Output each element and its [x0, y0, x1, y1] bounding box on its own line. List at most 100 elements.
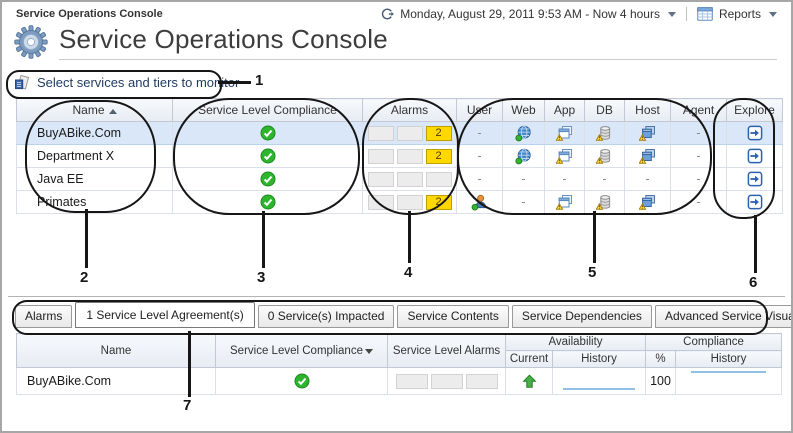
- column-header-db[interactable]: DB: [584, 98, 625, 122]
- alarms-cell: 2: [362, 144, 457, 168]
- column-header-explore[interactable]: Explore: [726, 98, 783, 122]
- explore-icon[interactable]: [747, 125, 763, 141]
- no-data-dash: -: [521, 172, 526, 186]
- column-header-web[interactable]: Web: [502, 98, 545, 122]
- reports-menu[interactable]: Reports: [718, 7, 761, 21]
- compliance-cell: [172, 190, 363, 214]
- time-range-selector[interactable]: Monday, August 29, 2011 9:53 AM - Now 4 …: [400, 7, 660, 21]
- column-header-user[interactable]: User: [456, 98, 503, 122]
- callout-line-6: [754, 215, 757, 273]
- column-header-name[interactable]: Name: [16, 98, 173, 122]
- select-services-icon: [14, 74, 31, 91]
- explore-icon[interactable]: [747, 171, 763, 187]
- explore-cell[interactable]: [726, 144, 783, 168]
- alarm-empty-cell: [396, 148, 423, 164]
- tab-advanced-service-visualization[interactable]: Advanced Service Visualization: [654, 305, 791, 328]
- app-tier-cell: [544, 121, 585, 145]
- sla-service-name: BuyABike.Com: [16, 367, 216, 395]
- agent-tier-cell: -: [670, 144, 727, 168]
- callout-line-4: [408, 211, 411, 263]
- app-tier-cell: [544, 190, 585, 214]
- user-tier-cell: -: [456, 144, 503, 168]
- explore-cell[interactable]: [726, 190, 783, 214]
- compliance-ok-icon: [294, 373, 310, 389]
- tab-1-service-level-agreement-s-[interactable]: 1 Service Level Agreement(s): [75, 302, 255, 328]
- callout-number-3: 3: [257, 269, 266, 286]
- sla-col-current[interactable]: Current: [505, 350, 553, 368]
- explore-icon[interactable]: [747, 148, 763, 164]
- column-header-agent[interactable]: Agent: [670, 98, 727, 122]
- availability-current-cell: [505, 367, 553, 395]
- user-tier-cell: -: [456, 121, 503, 145]
- host-tier-warning-icon: [638, 194, 656, 211]
- user-tier-cell: [456, 190, 503, 214]
- sla-col-percent[interactable]: %: [645, 350, 676, 368]
- web-tier-cell: [502, 144, 545, 168]
- compliance-cell: [172, 121, 363, 145]
- topbar-divider: [685, 7, 687, 21]
- column-header-alarms[interactable]: Alarms: [362, 98, 457, 122]
- no-data-dash: -: [696, 126, 701, 140]
- reports-caret-icon[interactable]: [769, 11, 777, 17]
- web-tier-cell: [502, 121, 545, 145]
- service-row[interactable]: Java EE------: [16, 167, 783, 191]
- alarm-empty: [465, 373, 498, 389]
- sla-alarms-cell: [387, 367, 506, 395]
- app-tier-warning-icon: [555, 148, 573, 165]
- callout-line-3: [262, 211, 265, 268]
- no-data-dash: -: [521, 195, 526, 209]
- user-tier-icon: [471, 194, 488, 211]
- select-services-link[interactable]: Select services and tiers to monitor: [37, 75, 240, 90]
- no-data-dash: -: [477, 172, 482, 186]
- no-data-dash: -: [645, 172, 650, 186]
- alarm-count-cell[interactable]: 2: [425, 148, 452, 164]
- tabs-divider: [8, 296, 785, 297]
- explore-cell[interactable]: [726, 121, 783, 145]
- user-tier-cell: -: [456, 167, 503, 191]
- alarms-cell: 2: [362, 121, 457, 145]
- column-header-host[interactable]: Host: [624, 98, 671, 122]
- column-header-service-level-compliance[interactable]: Service Level Compliance: [172, 98, 363, 122]
- sla-col-name[interactable]: Name: [16, 333, 216, 368]
- compliance-ok-icon: [260, 125, 276, 141]
- sla-col-alarms[interactable]: Service Level Alarms: [387, 333, 506, 368]
- alarm-count-cell[interactable]: 2: [425, 125, 452, 141]
- compliance-sort-caret-icon[interactable]: [364, 348, 373, 354]
- app-tier-warning-icon: [555, 125, 573, 142]
- web-globe-icon: [515, 125, 532, 142]
- service-name: Department X: [16, 144, 173, 168]
- sla-col-availability-group: Availability: [505, 333, 646, 351]
- alarm-empty-cell: [367, 125, 394, 141]
- compliance-ok-icon: [260, 148, 276, 164]
- gear-icon: [14, 25, 48, 59]
- sla-col-compliance-group: Compliance: [644, 333, 783, 351]
- app-tier-warning-icon: [555, 194, 573, 211]
- callout-number-5: 5: [588, 264, 597, 281]
- alarm-count-cell[interactable]: 2: [425, 194, 452, 210]
- agent-tier-cell: -: [670, 167, 727, 191]
- tab-alarms[interactable]: Alarms: [15, 305, 73, 328]
- sla-col-history[interactable]: History: [552, 350, 646, 368]
- tab-0-service-s-impacted[interactable]: 0 Service(s) Impacted: [257, 305, 395, 328]
- sla-row[interactable]: BuyABike.Com: [16, 367, 783, 395]
- callout-line-5: [593, 211, 596, 263]
- sla-col-history2[interactable]: History: [674, 350, 783, 368]
- no-data-dash: -: [696, 149, 701, 163]
- page-title: Service Operations Console: [59, 24, 388, 54]
- explore-icon[interactable]: [747, 194, 763, 210]
- host-tier-warning-icon: [638, 125, 656, 142]
- time-range-caret-icon[interactable]: [667, 11, 676, 17]
- availability-history-cell: [552, 367, 646, 395]
- service-name: Java EE: [16, 167, 173, 191]
- sla-col-compliance[interactable]: Service Level Compliance: [215, 333, 388, 368]
- column-header-app[interactable]: App: [544, 98, 585, 122]
- compliance-cell: [172, 167, 363, 191]
- tab-service-dependencies[interactable]: Service Dependencies: [511, 305, 652, 328]
- explore-cell[interactable]: [726, 167, 783, 191]
- alarms-cell: 2: [362, 190, 457, 214]
- tab-service-contents[interactable]: Service Contents: [397, 305, 509, 328]
